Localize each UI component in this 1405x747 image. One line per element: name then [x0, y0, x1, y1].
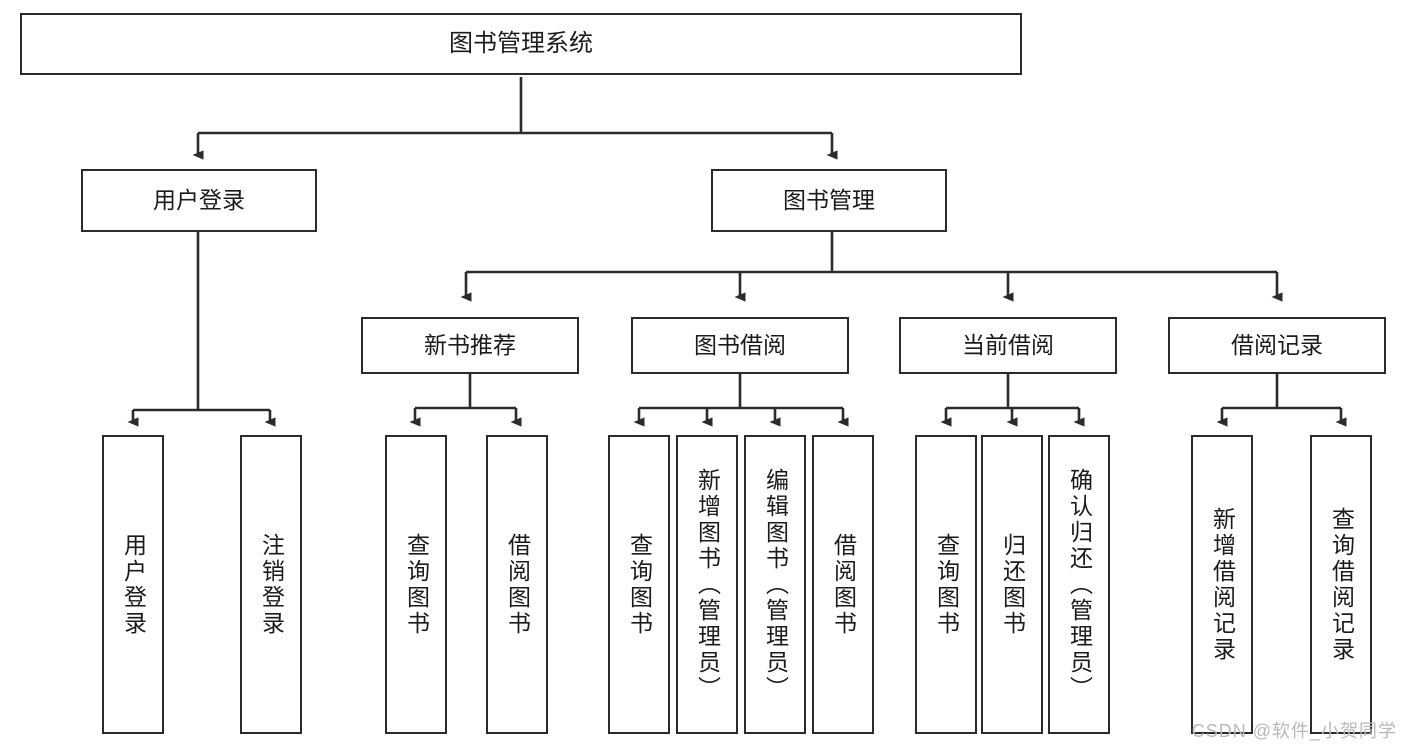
leaf-query-book-3[interactable]: 查询图书	[915, 435, 977, 734]
leaf-query-book-1[interactable]: 查询图书	[385, 435, 447, 734]
leaf-edit-book[interactable]: 编辑图书（管理员）	[744, 435, 806, 734]
leaf-add-book[interactable]: 新增图书（管理员）	[676, 435, 738, 734]
node-borrow-record[interactable]: 借阅记录	[1168, 317, 1386, 374]
leaf-confirm-return-label: 确认归还（管理员）	[1066, 467, 1093, 702]
node-current-borrow-label: 当前借阅	[962, 331, 1054, 358]
leaf-edit-book-label: 编辑图书（管理员）	[762, 467, 789, 702]
leaf-query-book-2[interactable]: 查询图书	[608, 435, 670, 734]
node-borrow-record-label: 借阅记录	[1231, 331, 1323, 358]
node-root-label: 图书管理系统	[449, 29, 593, 57]
leaf-borrow-book-2[interactable]: 借阅图书	[812, 435, 874, 734]
leaf-confirm-return[interactable]: 确认归还（管理员）	[1048, 435, 1110, 734]
leaf-add-book-label: 新增图书（管理员）	[694, 467, 721, 702]
leaf-return-book-label: 归还图书	[999, 532, 1026, 637]
node-user-login-label: 用户登录	[153, 186, 245, 213]
node-user-login[interactable]: 用户登录	[81, 169, 317, 232]
node-book-manage[interactable]: 图书管理	[711, 169, 947, 232]
leaf-query-record[interactable]: 查询借阅记录	[1310, 435, 1372, 734]
leaf-return-book[interactable]: 归还图书	[981, 435, 1043, 734]
leaf-borrow-book-1-label: 借阅图书	[504, 532, 531, 637]
leaf-query-book-3-label: 查询图书	[933, 532, 960, 637]
node-book-manage-label: 图书管理	[783, 186, 875, 213]
leaf-query-record-label: 查询借阅记录	[1328, 506, 1355, 663]
leaf-query-book-2-label: 查询图书	[626, 532, 653, 637]
csdn-watermark: CSDN @软件_小贺同学	[1191, 721, 1397, 741]
node-book-borrow[interactable]: 图书借阅	[631, 317, 849, 374]
node-new-book-rec-label: 新书推荐	[424, 331, 516, 358]
leaf-borrow-book-1[interactable]: 借阅图书	[486, 435, 548, 734]
leaf-add-record[interactable]: 新增借阅记录	[1191, 435, 1253, 734]
leaf-logout-label: 注销登录	[258, 532, 285, 637]
node-book-borrow-label: 图书借阅	[694, 331, 786, 358]
node-current-borrow[interactable]: 当前借阅	[899, 317, 1117, 374]
leaf-logout[interactable]: 注销登录	[240, 435, 302, 734]
node-new-book-rec[interactable]: 新书推荐	[361, 317, 579, 374]
leaf-user-login-label: 用户登录	[120, 532, 147, 637]
leaf-user-login[interactable]: 用户登录	[102, 435, 164, 734]
leaf-borrow-book-2-label: 借阅图书	[830, 532, 857, 637]
leaf-query-book-1-label: 查询图书	[403, 532, 430, 637]
leaf-add-record-label: 新增借阅记录	[1209, 506, 1236, 663]
node-root[interactable]: 图书管理系统	[20, 13, 1022, 75]
